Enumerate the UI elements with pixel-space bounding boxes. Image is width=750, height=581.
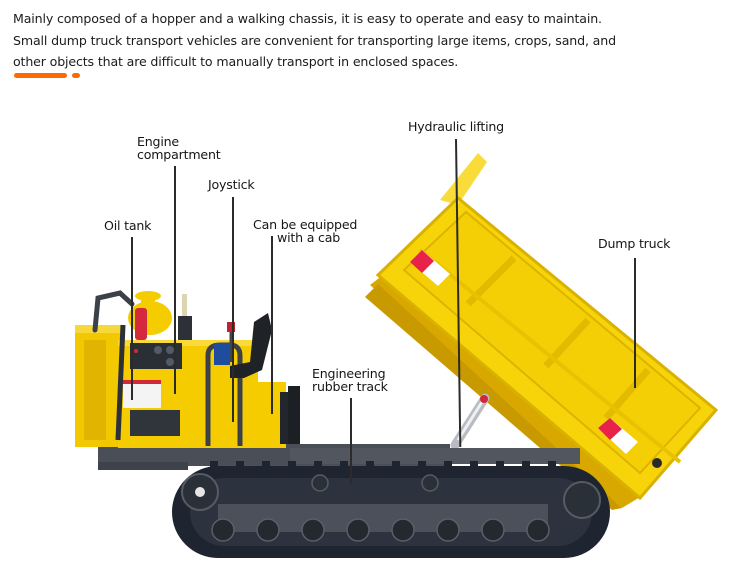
callout-joystick: Joystick: [208, 178, 255, 191]
leader-line-joystick: [232, 197, 234, 422]
accent-underline-dot: [72, 73, 80, 78]
rubber-track-icon: [172, 461, 610, 558]
description-line-3: other objects that are difficult to manu…: [13, 54, 459, 69]
callout-dump-truck: Dump truck: [598, 237, 670, 250]
callout-engine-compartment-line-1: Engine: [137, 134, 179, 149]
callout-engine-compartment: Engine compartment: [137, 134, 221, 162]
leader-line-cab: [271, 236, 273, 414]
callout-rubber-track-line-1: Engineering: [312, 366, 386, 381]
product-diagram: Oil tank Engine compartment Joystick Can…: [0, 100, 750, 581]
callout-cab: Can be equipped with a cab: [253, 218, 357, 244]
callout-engine-compartment-line-2: compartment: [137, 147, 221, 162]
accent-underline-bar: [14, 73, 67, 78]
callout-cab-line-1: Can be equipped: [253, 217, 358, 232]
dump-truck-illustration: [75, 153, 719, 558]
product-description: Mainly composed of a hopper and a walkin…: [13, 8, 743, 73]
leader-line-rubber-track: [350, 398, 352, 484]
callout-hydraulic-lifting: Hydraulic lifting: [408, 120, 504, 133]
callout-oil-tank-label: Oil tank: [104, 218, 152, 233]
callout-cab-line-2: with a cab: [277, 230, 341, 245]
description-line-1: Mainly composed of a hopper and a walkin…: [13, 11, 602, 26]
chassis-frame-icon: [98, 444, 580, 470]
callout-dump-truck-label: Dump truck: [598, 236, 671, 251]
engine-body-icon: [75, 290, 300, 448]
callout-hydraulic-lifting-label: Hydraulic lifting: [408, 119, 504, 134]
leader-line-oil-tank: [131, 237, 133, 400]
callout-rubber-track-line-2: rubber track: [312, 379, 388, 394]
callout-rubber-track: Engineering rubber track: [312, 367, 388, 393]
callout-joystick-label: Joystick: [208, 177, 255, 192]
leader-line-engine-compartment: [174, 166, 176, 394]
description-line-2: Small dump truck transport vehicles are …: [13, 32, 616, 48]
callout-oil-tank: Oil tank: [104, 219, 151, 232]
leader-line-dump-truck: [634, 258, 636, 388]
